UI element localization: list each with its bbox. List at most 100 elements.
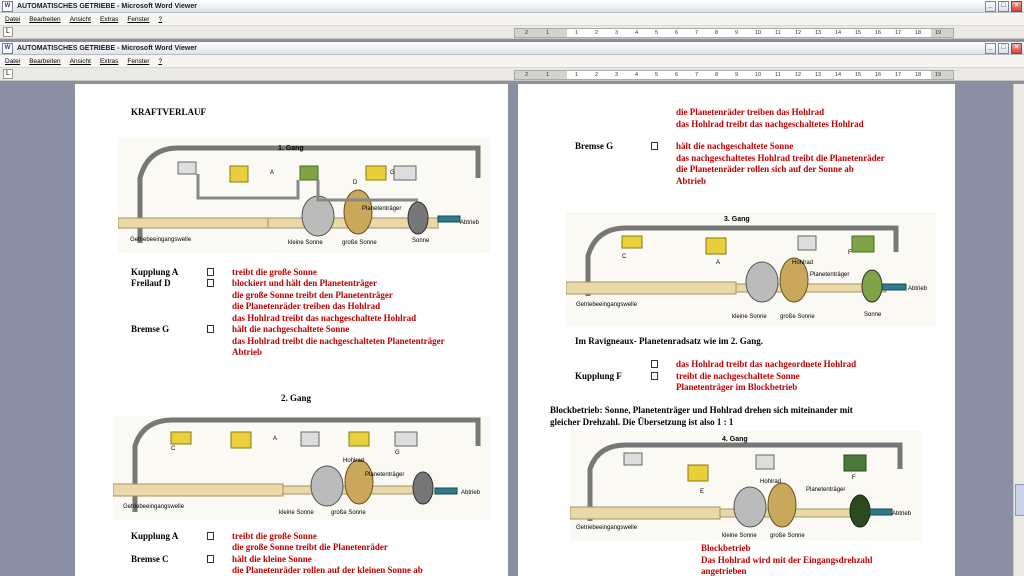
- minimize-button[interactable]: _: [985, 42, 996, 54]
- checkbox-icon: [207, 532, 214, 540]
- diagram-title: 4. Gang: [722, 436, 748, 443]
- diagram-label: Hohlrad: [760, 479, 781, 485]
- horizontal-ruler[interactable]: 2 1 1 2 3 4 5 6 7 8 9 10 11 12 13 14 15 …: [514, 70, 954, 80]
- ruler-number: 8: [715, 30, 719, 36]
- diagram-label: E: [700, 489, 704, 495]
- horizontal-ruler[interactable]: 2 1 1 2 3 4 5 6 7 8 9 10 11 12 13 14 15 …: [514, 28, 954, 38]
- diagram-label: Getriebeeingangswelle: [576, 302, 638, 308]
- menu-bar: Datei Bearbeiten Ansicht Extras Fenster …: [0, 13, 1024, 26]
- ruler-number: 3: [615, 72, 619, 78]
- diagram-label: große Sonne: [780, 314, 815, 320]
- section-text: Blockbetrieb: Sonne, Planetenträger und …: [550, 405, 853, 415]
- diagram-label: kleine Sonne: [288, 240, 323, 246]
- diagram-label: Abtrieb: [461, 490, 481, 496]
- document-area[interactable]: KRAFTVERLAUF 1. Gang A D G Pla: [0, 84, 1024, 576]
- menu-ansicht[interactable]: Ansicht: [69, 57, 91, 65]
- section-heading: 2. Gang: [281, 393, 312, 403]
- description-line: hält die nachgeschaltete Sonne: [232, 324, 350, 334]
- scrollbar-thumb[interactable]: [1015, 484, 1024, 516]
- diagram-label: kleine Sonne: [722, 533, 757, 539]
- menu-help[interactable]: ?: [158, 15, 163, 23]
- ruler-number: 2: [595, 72, 599, 78]
- menu-extras[interactable]: Extras: [99, 15, 119, 23]
- maximize-button[interactable]: □: [998, 0, 1009, 12]
- ruler-number: 2: [525, 30, 529, 36]
- minimize-button[interactable]: _: [985, 0, 996, 12]
- background-window[interactable]: W AUTOMATISCHES GETRIEBE - Microsoft Wor…: [0, 0, 1024, 39]
- diagram-label: F: [852, 475, 856, 481]
- window-title: AUTOMATISCHES GETRIEBE - Microsoft Word …: [17, 2, 197, 10]
- description-line: das Hohlrad treibt das nachgeschaltete H…: [232, 313, 417, 323]
- close-button[interactable]: ×: [1011, 0, 1022, 12]
- ruler-bar: L 2 1 1 2 3 4 5 6 7 8 9 10 11 12 13 14 1…: [0, 26, 1024, 39]
- component-name: Freilauf D: [131, 278, 171, 288]
- close-button[interactable]: ×: [1011, 42, 1022, 54]
- ruler-number: 4: [635, 72, 639, 78]
- ruler-number: 7: [695, 72, 699, 78]
- description-line: treibt die nachgeschaltete Sonne: [676, 371, 800, 381]
- diagram-label: Getriebeeingangswelle: [576, 525, 638, 531]
- ruler-number: 19: [935, 30, 942, 36]
- diagram-label: Hohlrad: [343, 458, 364, 464]
- menu-help[interactable]: ?: [158, 57, 163, 65]
- menu-extras[interactable]: Extras: [99, 57, 119, 65]
- diagram-label: Sonne: [864, 312, 882, 318]
- ruler-number: 3: [615, 30, 619, 36]
- menu-fenster[interactable]: Fenster: [127, 57, 150, 65]
- ruler-number: 12: [795, 30, 802, 36]
- ruler-number: 17: [895, 30, 902, 36]
- diagram-gang-1: 1. Gang A D G Planetenträger Abtrieb Get…: [118, 138, 490, 253]
- diagram-label: Planetenträger: [810, 272, 849, 278]
- description-line: hält die nachgeschaltete Sonne: [676, 141, 794, 151]
- menu-bearbeiten[interactable]: Bearbeiten: [29, 15, 61, 23]
- document-window[interactable]: W AUTOMATISCHES GETRIEBE - Microsoft Wor…: [0, 42, 1024, 81]
- diagram-label: Sonne: [412, 238, 430, 244]
- description-line: die Planetenräder rollen sich auf der So…: [676, 164, 854, 174]
- ruler-number: 15: [855, 30, 862, 36]
- vertical-scrollbar[interactable]: [1013, 84, 1024, 576]
- ruler-number: 6: [675, 72, 679, 78]
- description-line: Blockbetrieb: [701, 543, 751, 553]
- checkbox-icon: [651, 142, 658, 150]
- component-name: Bremse G: [131, 324, 170, 334]
- menu-datei[interactable]: Datei: [5, 57, 21, 65]
- title-bar[interactable]: W AUTOMATISCHES GETRIEBE - Microsoft Wor…: [0, 0, 1024, 13]
- ruler-number: 11: [775, 72, 781, 78]
- ruler-number: 2: [595, 30, 599, 36]
- description-line: das nachgeschaltetes Hohlrad treibt die …: [676, 153, 885, 163]
- diagram-label: G: [390, 170, 395, 176]
- title-bar[interactable]: W AUTOMATISCHES GETRIEBE - Microsoft Wor…: [0, 42, 1024, 55]
- menu-datei[interactable]: Datei: [5, 15, 21, 23]
- diagram-label: Planetenträger: [806, 487, 845, 493]
- document-page-2: die Planetenräder treiben das Hohlrad da…: [518, 84, 955, 576]
- diagram-label: Abtrieb: [460, 220, 480, 226]
- tab-selector[interactable]: L: [3, 27, 13, 37]
- ruler-number: 14: [835, 72, 842, 78]
- menu-ansicht[interactable]: Ansicht: [69, 15, 91, 23]
- diagram-gang-3: 3. Gang C A F Hohlrad Planetenträger Abt…: [566, 212, 936, 326]
- ruler-number: 1: [575, 72, 579, 78]
- description-line: treibt die große Sonne: [232, 531, 317, 541]
- diagram-label: große Sonne: [342, 240, 377, 246]
- tab-selector[interactable]: L: [3, 69, 13, 79]
- description-line: das Hohlrad treibt das nachgeordnete Hoh…: [676, 359, 857, 369]
- diagram-gang-2: C A G Hohlrad Planetenträger Abtrieb Get…: [113, 416, 490, 520]
- checkbox-icon: [207, 555, 214, 563]
- diagram-title: 1. Gang: [278, 145, 304, 152]
- menu-fenster[interactable]: Fenster: [127, 15, 150, 23]
- diagram-label: große Sonne: [770, 533, 805, 539]
- ruler-bar: L 2 1 1 2 3 4 5 6 7 8 9 10 11 12 13 14 1…: [0, 68, 1024, 81]
- menu-bar: Datei Bearbeiten Ansicht Extras Fenster …: [0, 55, 1024, 68]
- diagram-gang-4: 4. Gang E F Hohlrad Planetenträger Abtri…: [570, 431, 921, 541]
- diagram-title: 3. Gang: [724, 216, 750, 223]
- maximize-button[interactable]: □: [998, 42, 1009, 54]
- menu-bearbeiten[interactable]: Bearbeiten: [29, 57, 61, 65]
- ruler-number: 10: [755, 30, 762, 36]
- section-text: Im Ravigneaux- Planetenradsatz wie im 2.…: [575, 336, 763, 346]
- ruler-number: 8: [715, 72, 719, 78]
- description-line: die große Sonne treibt die Planetenräder: [232, 542, 388, 552]
- diagram-label: Abtrieb: [908, 286, 928, 292]
- ruler-number: 15: [855, 72, 862, 78]
- ruler-number: 1: [546, 72, 550, 78]
- description-line: treibt die große Sonne: [232, 267, 317, 277]
